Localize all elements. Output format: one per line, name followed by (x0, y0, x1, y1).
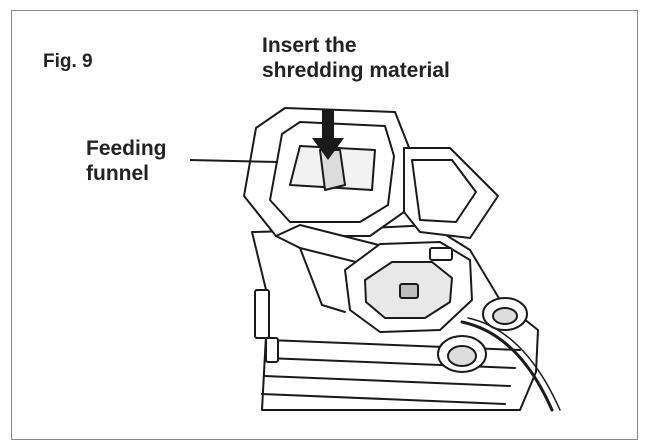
insert-arrow (312, 110, 344, 160)
funnel-leader-line (189, 159, 279, 163)
shredder-illustration (189, 107, 561, 412)
feeding-funnel-callout: Feeding funnel (86, 137, 167, 185)
figure-label: Fig. 9 (43, 51, 93, 72)
power-cable (460, 320, 554, 412)
side-latch (254, 289, 270, 339)
hopper-flap (403, 147, 499, 239)
insert-material-callout: Insert the shredding material (262, 34, 450, 82)
power-switch (399, 283, 419, 299)
